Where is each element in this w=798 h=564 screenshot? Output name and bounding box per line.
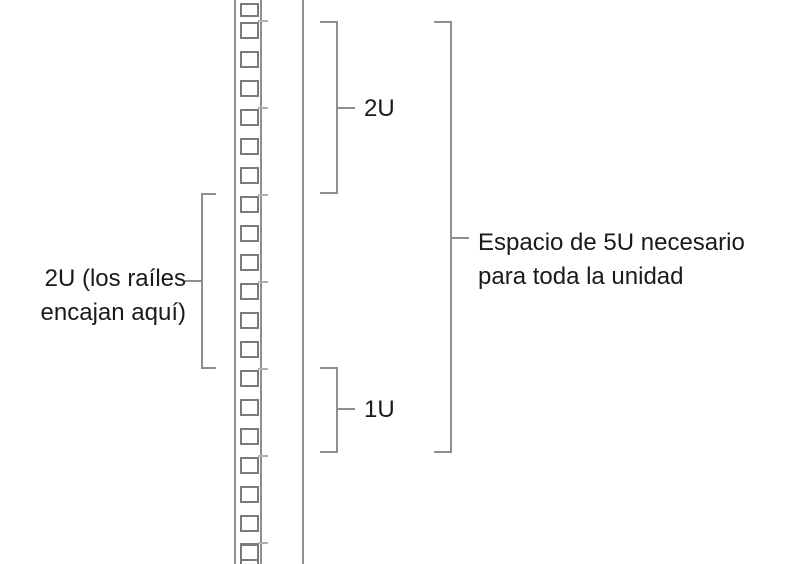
- rack-hole-partial: [240, 3, 259, 17]
- rack-hole: [240, 341, 259, 358]
- rack-hole: [240, 225, 259, 242]
- bracket-upper-2u: [320, 21, 355, 194]
- label-lower-1u: 1U: [364, 396, 395, 423]
- rack-hole: [240, 312, 259, 329]
- rack-hole: [240, 283, 259, 300]
- rack-hole: [240, 109, 259, 126]
- rack-hole: [240, 22, 259, 39]
- bracket-lower-1u: [320, 367, 355, 453]
- bracket-left-2u-rails: [185, 193, 216, 369]
- rack-hole: [240, 486, 259, 503]
- rack-hole: [240, 515, 259, 532]
- label-2u-rails-line1: 2U (los raíles: [44, 265, 186, 292]
- label-2u-rails: 2U (los raíles encajan aquí): [41, 262, 186, 330]
- label-2u-rails-line2: encajan aquí): [40, 299, 186, 326]
- rack-holes: [240, 3, 259, 564]
- rack-hole: [240, 254, 259, 271]
- bracket-right-5u: [434, 21, 469, 453]
- rack-hole-partial: [240, 543, 259, 564]
- rack-hole: [240, 196, 259, 213]
- rack-hole: [240, 399, 259, 416]
- rack-hole: [240, 544, 259, 561]
- rack-hole: [240, 138, 259, 155]
- rack-hole: [240, 370, 259, 387]
- rack-hole: [240, 428, 259, 445]
- rack-unit-ticks: [258, 20, 268, 544]
- label-5u-line2: para toda la unidad: [478, 263, 684, 290]
- rack-hole: [240, 80, 259, 97]
- label-5u-required: Espacio de 5U necesario para toda la uni…: [478, 226, 745, 294]
- label-5u-line1: Espacio de 5U necesario: [478, 229, 745, 256]
- rack-hole: [240, 167, 259, 184]
- rack-hole: [240, 457, 259, 474]
- label-upper-2u: 2U: [364, 95, 395, 122]
- rack-hole: [240, 51, 259, 68]
- rack-rail: [234, 0, 304, 564]
